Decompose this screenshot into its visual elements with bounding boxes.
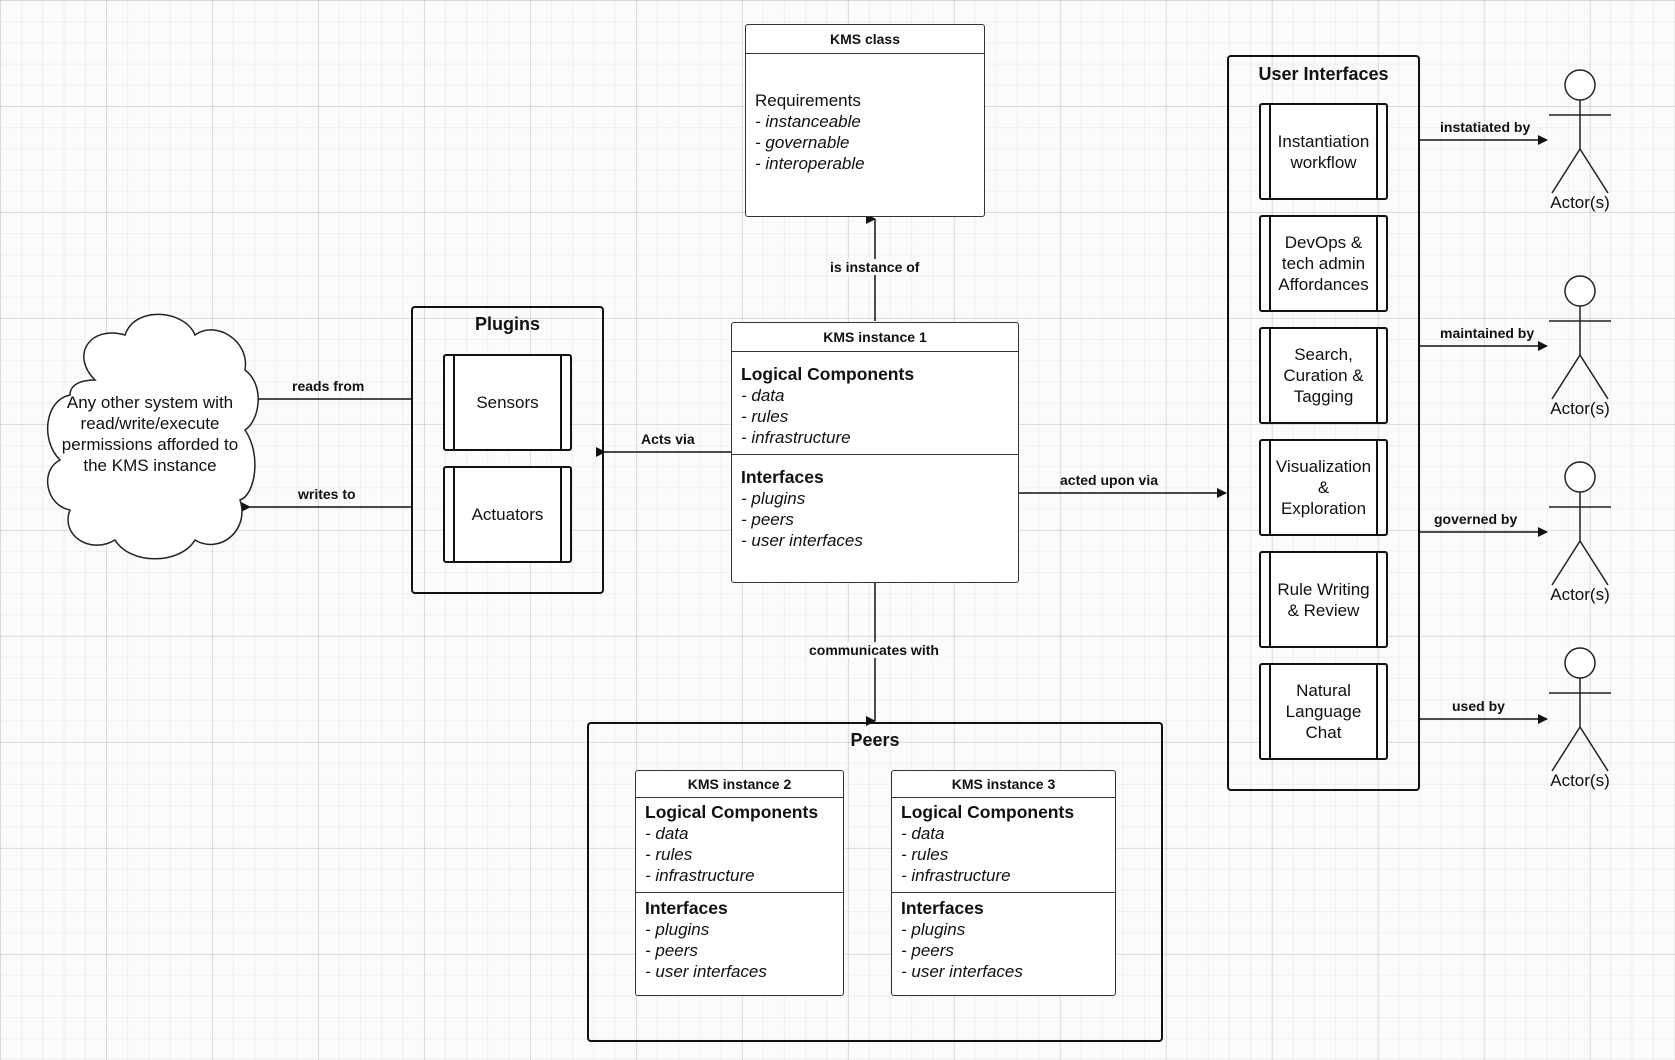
requirement-item: - governable — [755, 133, 850, 152]
interfaces-item: - plugins — [741, 489, 806, 508]
label-governed-by: governed by — [1434, 511, 1518, 527]
sensors-box[interactable]: Sensors — [443, 354, 572, 451]
actor-label: Actor(s) — [1550, 193, 1610, 212]
kms-instance-3-box[interactable]: KMS instance 3 Logical Components - data… — [891, 770, 1116, 996]
interfaces-item: - plugins — [645, 920, 710, 939]
requirement-item: - instanceable — [755, 112, 861, 131]
interfaces-item: - user interfaces — [901, 962, 1023, 981]
interfaces-item: - user interfaces — [741, 531, 863, 550]
interfaces-item: - peers — [741, 510, 794, 529]
requirement-item: - interoperable — [755, 154, 865, 173]
interfaces-heading: Interfaces — [645, 898, 728, 918]
requirements-label: Requirements — [755, 91, 861, 110]
label-writes-to: writes to — [298, 486, 356, 502]
logical-item: - data — [645, 824, 689, 843]
peers-title: Peers — [850, 730, 900, 750]
interfaces-item: - peers — [901, 941, 954, 960]
interfaces-heading: Interfaces — [901, 898, 984, 918]
label-acted-upon-via: acted upon via — [1060, 472, 1159, 488]
logical-item: - infrastructure — [741, 428, 851, 447]
actor-label: Actor(s) — [1550, 771, 1610, 790]
label-is-instance-of: is instance of — [828, 259, 922, 275]
actor-figure-4 — [1549, 647, 1611, 772]
actor-label: Actor(s) — [1550, 399, 1610, 418]
ui-devops-affordances[interactable]: DevOps & tech admin Affordances — [1259, 215, 1388, 312]
kms-instance-1-box[interactable]: KMS instance 1 Logical Components - data… — [731, 322, 1019, 583]
label-used-by: used by — [1452, 698, 1505, 714]
logical-item: - infrastructure — [901, 866, 1011, 885]
actor-figure-2 — [1549, 275, 1611, 400]
ui-visualization-exploration[interactable]: Visualization & Exploration — [1259, 439, 1388, 536]
actuators-box[interactable]: Actuators — [443, 466, 572, 563]
cloud-text: Any other system with read/write/execute… — [61, 393, 239, 475]
cloud-shape — [46, 313, 259, 560]
logical-item: - infrastructure — [645, 866, 755, 885]
kms-class-box[interactable]: KMS class Requirements - instanceable - … — [745, 24, 985, 217]
logical-components-heading: Logical Components — [741, 364, 915, 384]
kms-instance-2-box[interactable]: KMS instance 2 Logical Components - data… — [635, 770, 844, 996]
user-interfaces-title: User Interfaces — [1258, 64, 1389, 84]
logical-item: - rules — [901, 845, 949, 864]
kms-class-title: KMS class — [746, 25, 984, 54]
actor-figure-1 — [1549, 69, 1611, 194]
user-interfaces-group[interactable] — [1227, 55, 1420, 791]
actor-label: Actor(s) — [1550, 585, 1610, 604]
logical-item: - rules — [645, 845, 693, 864]
interfaces-heading: Interfaces — [741, 467, 824, 487]
actor-figure-3 — [1549, 461, 1611, 586]
logical-item: - data — [901, 824, 945, 843]
logical-components-heading: Logical Components — [645, 802, 819, 822]
logical-item: - data — [741, 386, 785, 405]
plugins-title: Plugins — [474, 314, 540, 334]
label-instantiated-by: instatiated by — [1440, 119, 1531, 135]
peers-group[interactable] — [587, 722, 1163, 1042]
interfaces-item: - plugins — [901, 920, 966, 939]
label-communicates-with: communicates with — [807, 642, 941, 658]
label-maintained-by: maintained by — [1440, 325, 1535, 341]
kms-instance-2-title: KMS instance 2 — [636, 771, 843, 798]
label-reads-from: reads from — [292, 378, 365, 394]
ui-instantiation-workflow[interactable]: Instantiation workflow — [1259, 103, 1388, 200]
kms-instance-1-title: KMS instance 1 — [732, 323, 1018, 352]
interfaces-item: - peers — [645, 941, 698, 960]
ui-natural-language-chat[interactable]: Natural Language Chat — [1259, 663, 1388, 760]
logical-item: - rules — [741, 407, 789, 426]
interfaces-item: - user interfaces — [645, 962, 767, 981]
logical-components-heading: Logical Components — [901, 802, 1075, 822]
ui-search-curation-tagging[interactable]: Search, Curation & Tagging — [1259, 327, 1388, 424]
ui-rule-writing-review[interactable]: Rule Writing & Review — [1259, 551, 1388, 648]
plugins-group[interactable] — [411, 306, 604, 594]
label-acts-via: Acts via — [641, 431, 695, 447]
kms-instance-3-title: KMS instance 3 — [892, 771, 1115, 798]
